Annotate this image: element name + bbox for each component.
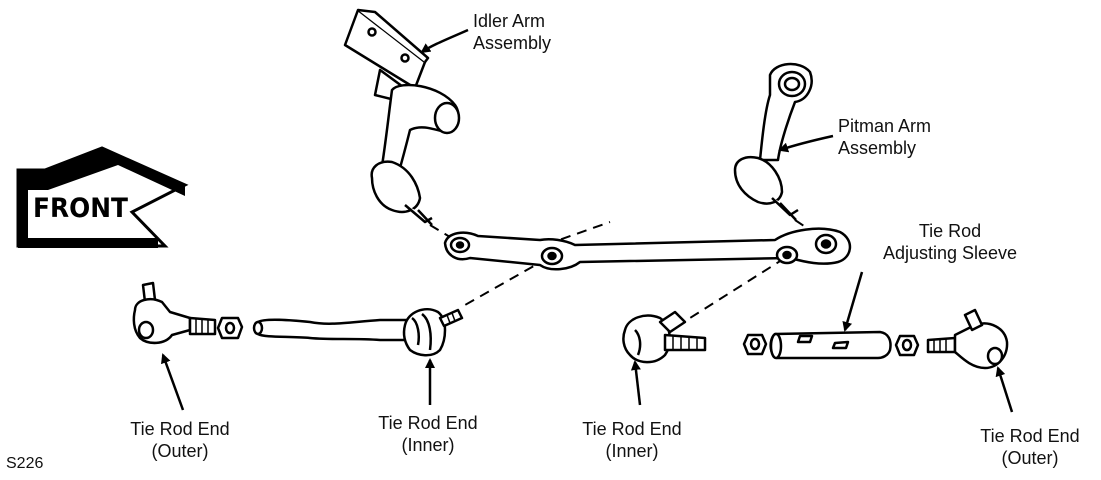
- label-arrows: [161, 28, 1014, 413]
- pitman-arm-assembly: [733, 62, 813, 221]
- pitman-arm-label: Pitman Arm Assembly: [838, 116, 932, 158]
- adjusting-sleeve-label: Tie Rod Adjusting Sleeve: [882, 221, 1018, 263]
- left-tie-rod-assembly: [132, 281, 464, 357]
- right-outer-end-label: Tie Rod End (Outer): [980, 426, 1080, 468]
- front-arrow-icon: [16, 146, 189, 248]
- center-link: [443, 227, 852, 271]
- right-inner-end-label: Tie Rod End (Inner): [582, 419, 682, 461]
- idler-arm-assembly: [343, 8, 461, 226]
- figure-code: S226: [6, 455, 44, 472]
- front-label: FRONT: [33, 193, 128, 224]
- left-outer-end-label: Tie Rod End (Outer): [130, 419, 230, 461]
- left-inner-end-label: Tie Rod End (Inner): [378, 413, 478, 455]
- connector-lines: [429, 219, 823, 319]
- idler-arm-label: Idler Arm Assembly: [473, 11, 552, 53]
- right-tie-rod-assembly: [622, 308, 1009, 370]
